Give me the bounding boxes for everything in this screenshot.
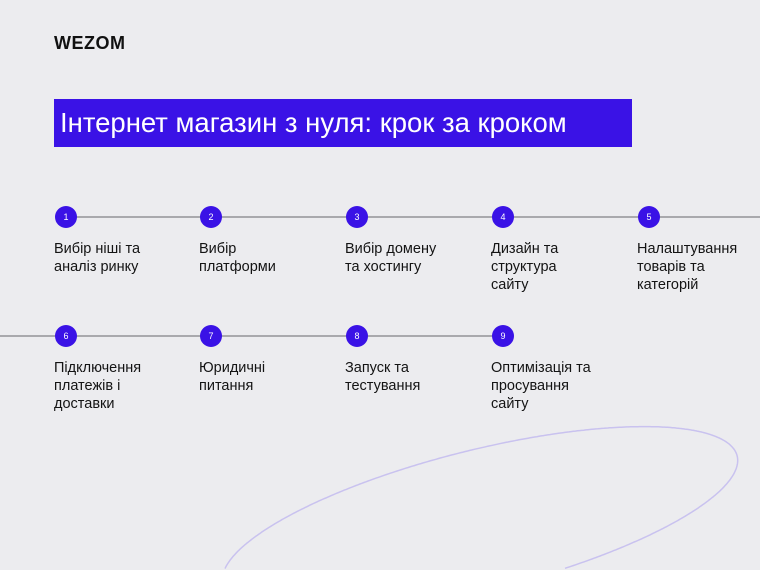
step-label: Вибір домену та хостингу — [345, 241, 437, 275]
step-number-badge: 4 — [492, 206, 514, 228]
step-number-badge: 5 — [638, 206, 660, 228]
step-number-badge: 6 — [55, 325, 77, 347]
step-label: Оптимізація та просування сайту — [491, 360, 591, 412]
step-label: Дизайн та структура сайту — [491, 241, 559, 293]
step-number-badge: 9 — [492, 325, 514, 347]
step-number-badge: 8 — [346, 325, 368, 347]
step-label: Запуск та тестування — [345, 360, 421, 394]
step-number-badge: 7 — [200, 325, 222, 347]
wezom-logo: WEZOM — [54, 33, 126, 53]
timeline-row-2 — [0, 335, 503, 337]
timeline-row-1 — [66, 216, 760, 218]
page-title: Інтернет магазин з нуля: крок за кроком — [54, 99, 632, 147]
step-label: Вибір ніші та аналіз ринку — [54, 241, 141, 275]
step-label: Юридичні питання — [199, 360, 266, 394]
step-label: Налаштування товарів та категорій — [637, 241, 738, 293]
step-number-badge: 2 — [200, 206, 222, 228]
step-number-badge: 1 — [55, 206, 77, 228]
decorative-arc — [224, 425, 739, 570]
step-label: Вибір платформи — [199, 241, 276, 275]
step-number-badge: 3 — [346, 206, 368, 228]
step-label: Підключення платежів і доставки — [54, 360, 142, 412]
